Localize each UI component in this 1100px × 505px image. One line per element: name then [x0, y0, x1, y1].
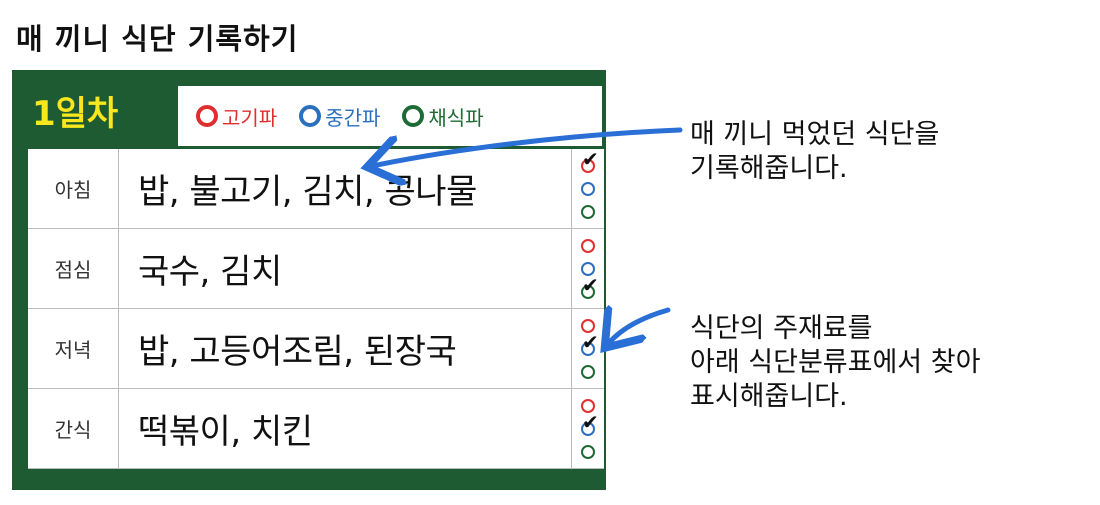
legend-label: 고기파 — [222, 105, 278, 130]
diet-checkboxes: ✔ — [571, 309, 604, 388]
note-line: 식단의 주재료를 — [690, 313, 873, 344]
meal-label: 점심 — [28, 229, 119, 308]
red-circle-icon — [196, 105, 218, 127]
legend-item-vegetarian: 채식파 — [402, 102, 484, 131]
meal-food: 국수, 김치 — [138, 252, 282, 292]
vegetarian-check-circle[interactable] — [581, 205, 595, 219]
meal-label: 저녁 — [28, 309, 119, 388]
green-circle-icon — [402, 105, 425, 127]
meal-food: 밥, 고등어조림, 된장국 — [138, 332, 457, 372]
checkmark-icon: ✔ — [582, 410, 599, 434]
legend-label: 채식파 — [428, 105, 484, 130]
blue-circle-icon — [299, 105, 322, 127]
note-line: 기록해줍니다. — [690, 152, 848, 184]
record-note: 매 끼니 먹었던 식단을 기록해줍니다. — [690, 118, 939, 186]
legend-item-meat: 고기파 — [196, 102, 277, 131]
checkmark-icon: ✔ — [582, 330, 599, 354]
table-row: 저녁 밥, 고등어조림, 된장국 ✔ — [28, 309, 604, 389]
checkmark-icon: ✔ — [582, 147, 599, 171]
meal-table: 아침 밥, 불고기, 김치, 콩나물 ✔ 점심 국수, 김치 ✔ — [28, 149, 604, 469]
checkmark-icon: ✔ — [582, 273, 599, 297]
diet-checkboxes: ✔ — [571, 149, 604, 228]
classify-arrow-icon — [608, 310, 671, 344]
table-row: 아침 밥, 불고기, 김치, 콩나물 ✔ — [28, 149, 604, 229]
legend-label: 중간파 — [325, 105, 381, 130]
classify-note: 식단의 주재료를 아래 식단분류표에서 찾아 표시해줍니다. — [690, 312, 980, 413]
vegetarian-check-circle[interactable] — [581, 365, 595, 379]
meal-record-card: 1일차 고기파 중간파 채식파 아침 밥, 불고기, 김치, 콩나물 — [12, 70, 606, 490]
middle-check-circle[interactable] — [581, 422, 595, 436]
meat-check-circle[interactable] — [581, 239, 595, 253]
diet-checkboxes: ✔ — [571, 389, 604, 468]
page-title: 매 끼니 식단 기록하기 — [16, 22, 299, 56]
middle-check-circle[interactable] — [581, 262, 595, 276]
day-badge: 1일차 — [32, 94, 119, 134]
note-line: 매 끼니 먹었던 식단을 — [690, 119, 940, 150]
middle-check-circle[interactable] — [581, 182, 595, 196]
middle-check-circle[interactable] — [581, 342, 595, 356]
legend-item-middle: 중간파 — [299, 102, 380, 131]
meat-check-circle[interactable] — [581, 399, 595, 413]
meal-food: 밥, 불고기, 김치, 콩나물 — [138, 172, 477, 212]
note-line: 아래 식단분류표에서 찾아 — [690, 346, 981, 378]
meat-check-circle[interactable] — [581, 319, 595, 333]
meal-food: 떡볶이, 치킨 — [138, 412, 313, 452]
vegetarian-check-circle[interactable] — [581, 445, 595, 459]
table-row: 간식 떡볶이, 치킨 ✔ — [28, 389, 604, 469]
diet-checkboxes: ✔ — [571, 229, 604, 308]
note-line: 표시해줍니다. — [690, 380, 848, 412]
meal-label: 간식 — [28, 389, 119, 468]
diet-type-legend: 고기파 중간파 채식파 — [178, 86, 602, 146]
vegetarian-check-circle[interactable] — [581, 285, 595, 299]
meal-label: 아침 — [28, 149, 119, 228]
table-row: 점심 국수, 김치 ✔ — [28, 229, 604, 309]
